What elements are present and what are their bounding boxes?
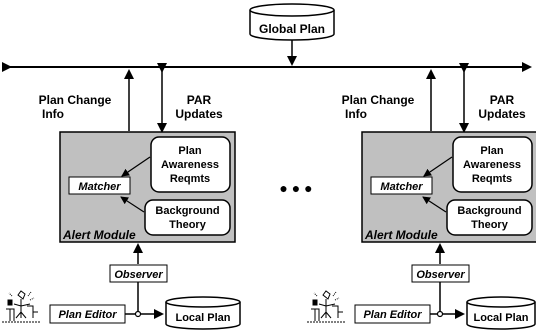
plan-change-label-2: Info <box>345 107 367 121</box>
local-plan-label: Local Plan <box>175 312 230 324</box>
global-plan-label: Global Plan <box>259 22 325 36</box>
tap-junction <box>436 310 444 318</box>
par-box <box>150 136 231 193</box>
plan-change-label-1: Plan Change <box>39 93 112 107</box>
tap-junction <box>134 310 142 318</box>
background-line-1: Background <box>155 205 219 217</box>
ellipsis: ● ● ● <box>279 180 312 196</box>
matcher-box <box>370 176 433 195</box>
right-site: Plan Change Info PAR Updates Alert Modul… <box>307 63 536 330</box>
par-box-line-3: Reqmts <box>472 173 512 185</box>
par-to-matcher-arrow <box>121 156 151 177</box>
local-plan-label: Local Plan <box>473 312 528 324</box>
par-box-line-3: Reqmts <box>170 173 210 185</box>
par-label-2: Updates <box>175 107 223 121</box>
local-plan-db: Local Plan <box>165 296 241 330</box>
local-plan-db: Local Plan <box>466 296 536 330</box>
background-line-2: Theory <box>471 219 509 231</box>
user-figure-icon <box>307 290 345 323</box>
par-label-1: PAR <box>490 93 515 107</box>
background-to-matcher-arrow <box>120 196 145 213</box>
plan-change-label-1: Plan Change <box>342 93 415 107</box>
par-box-line-1: Plan <box>480 145 504 157</box>
background-box <box>446 199 533 236</box>
observer-label: Observer <box>114 269 163 281</box>
plan-editor-label: Plan Editor <box>58 309 117 321</box>
par-box-line-2: Awareness <box>161 159 219 171</box>
background-line-2: Theory <box>169 219 207 231</box>
user-figure-icon <box>2 290 40 323</box>
global-plan-db: Global Plan <box>249 3 335 41</box>
plan-change-label-2: Info <box>42 107 64 121</box>
alert-module-label: Alert Module <box>62 228 136 242</box>
background-box <box>144 199 231 236</box>
left-site: Plan Change Info PAR Updates Alert Modul… <box>2 63 241 330</box>
alert-module-label: Alert Module <box>364 228 438 242</box>
observer-label: Observer <box>416 269 465 281</box>
background-to-matcher-arrow <box>422 196 447 213</box>
par-box-line-1: Plan <box>178 145 202 157</box>
par-label-1: PAR <box>187 93 212 107</box>
par-box <box>452 136 533 193</box>
par-to-matcher-arrow <box>423 156 453 177</box>
par-box-line-2: Awareness <box>463 159 521 171</box>
background-line-1: Background <box>457 205 521 217</box>
matcher-label: Matcher <box>380 181 423 193</box>
plan-editor-label: Plan Editor <box>363 309 422 321</box>
par-label-2: Updates <box>478 107 526 121</box>
matcher-label: Matcher <box>78 181 121 193</box>
matcher-box <box>68 176 131 195</box>
